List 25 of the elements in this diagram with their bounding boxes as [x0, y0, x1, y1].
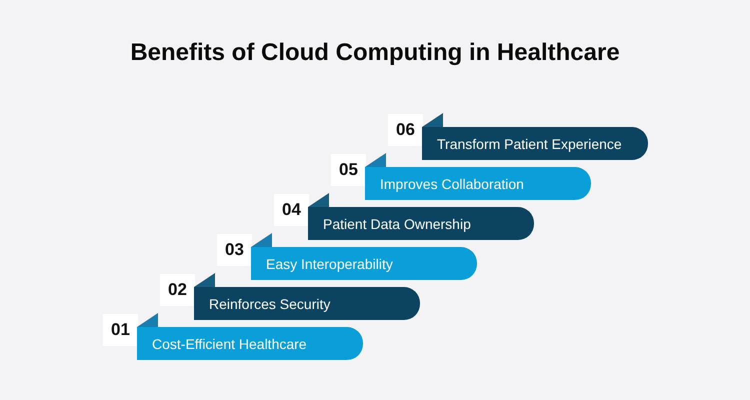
step-number: 04	[282, 200, 301, 220]
number-tile	[274, 194, 309, 226]
step-banner	[365, 167, 591, 200]
step-banner	[194, 287, 420, 320]
number-tile	[160, 274, 195, 306]
step-number: 05	[339, 160, 358, 180]
step-banner	[422, 127, 648, 160]
step-number: 03	[225, 240, 244, 260]
step-number: 02	[168, 280, 187, 300]
step-label: Transform Patient Experience	[437, 134, 622, 152]
step-banner	[137, 327, 363, 360]
number-tile	[331, 154, 366, 186]
step-label: Easy Interoperability	[266, 254, 393, 272]
step-label: Cost-Efficient Healthcare	[152, 334, 307, 352]
step-label: Patient Data Ownership	[323, 214, 471, 232]
step-number: 01	[111, 320, 130, 340]
step-label: Improves Collaboration	[380, 174, 524, 192]
step-label: Reinforces Security	[209, 294, 330, 312]
number-tile	[388, 114, 423, 146]
step-banner	[251, 247, 477, 280]
number-tile	[217, 234, 252, 266]
title: Benefits of Cloud Computing in Healthcare	[130, 39, 620, 66]
step-number: 06	[396, 120, 415, 140]
step-banner	[308, 207, 534, 240]
number-tile	[103, 314, 138, 346]
